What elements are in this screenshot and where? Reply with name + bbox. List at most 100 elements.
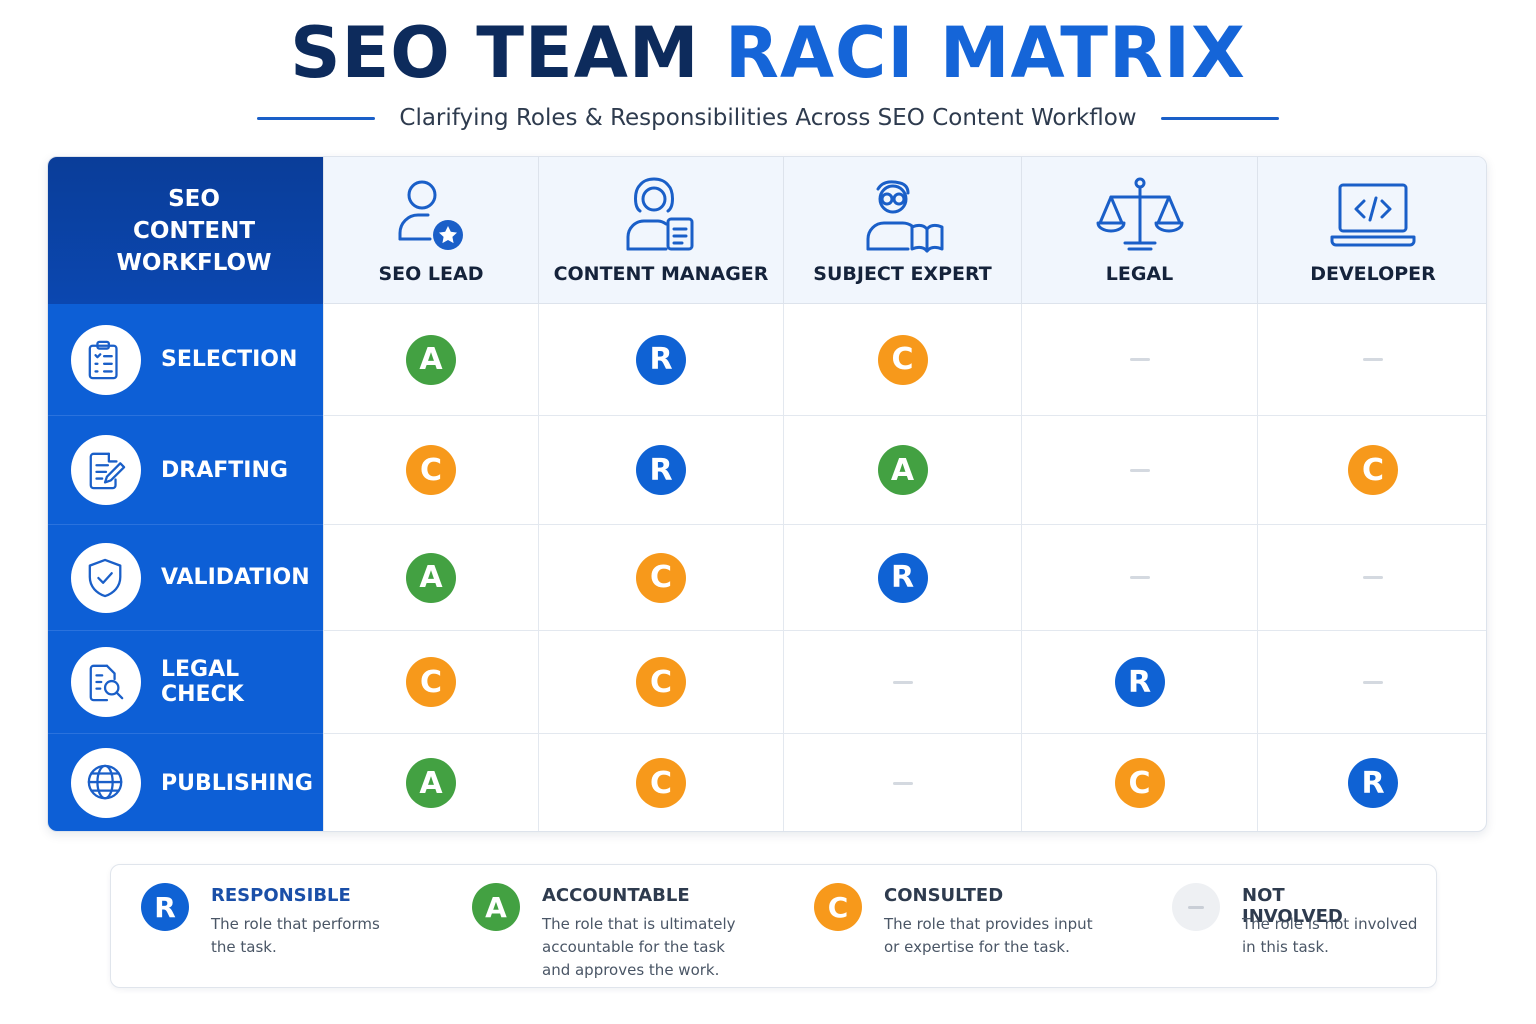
task-row-header: LEGAL CHECK [48,631,323,734]
user-star-icon-svg [398,180,465,252]
subtitle: Clarifying Roles & Responsibilities Acro… [399,105,1137,131]
subtitle-rule-right [1160,116,1279,120]
corner-header: SEO CONTENT WORKFLOW [48,157,323,304]
raci-badge-R: R [636,445,686,495]
task-label: LEGAL CHECK [161,657,244,707]
raci-badge-C: C [1114,758,1165,808]
laptop-code-icon-svg [1330,183,1416,247]
globe-icon [71,748,141,818]
not-involved-dash [892,680,913,684]
role-label: SEO LEAD [378,263,484,285]
role-label: LEGAL [1105,263,1174,285]
scales-icon-svg [1096,177,1183,251]
legend-title: ACCOUNTABLE [542,885,690,906]
not-involved-dash [1129,358,1150,361]
expert-book-icon-svg [866,180,943,253]
raci-cell: A [323,525,538,631]
title-part-2: RACI MATRIX [724,12,1246,94]
woman-document-icon-svg [626,177,694,251]
legend-title: RESPONSIBLE [211,885,351,906]
legend-description: The role that provides input or expertis… [884,915,1093,956]
not-involved-dash [1363,576,1383,579]
legend-badge-R: R [141,883,189,931]
legend-description: The role is not involved in this task. [1242,915,1418,956]
task-row-header: VALIDATION [48,525,323,631]
raci-cell: A [323,304,538,416]
raci-cell: R [1257,734,1486,831]
role-header-1: CONTENT MANAGER [538,157,783,304]
raci-cell: C [538,525,783,631]
raci-cell: R [783,525,1021,631]
raci-cell [1257,631,1486,734]
raci-badge-A: A [406,758,456,808]
raci-cell: C [323,631,538,734]
raci-cell: C [783,304,1021,416]
role-header-4: DEVELOPER [1257,157,1486,304]
user-star-icon [386,175,476,255]
document-search-icon-svg [89,664,124,702]
clipboard-list-icon-svg [88,340,118,379]
laptop-code-icon [1328,175,1418,255]
raci-cell: R [538,304,783,416]
task-row-header: PUBLISHING [48,734,323,831]
not-involved-dash [892,781,913,785]
legend-description: The role that is ultimately accountable … [542,915,736,979]
raci-badge-R: R [1348,758,1398,808]
not-involved-dash [1129,576,1150,579]
expert-book-icon [858,175,948,255]
legend-badge-C: C [814,883,862,931]
raci-badge-A: A [877,445,928,495]
raci-cell: R [538,416,783,525]
raci-badge-C: C [406,445,456,495]
role-label: SUBJECT EXPERT [813,263,992,285]
legend-badge-not-involved [1172,883,1220,931]
title-block: SEO TEAM RACI MATRIX [0,10,1536,96]
legend-description: The role that performs the task. [211,915,380,956]
raci-badge-C: C [1348,445,1398,495]
subtitle-row: Clarifying Roles & Responsibilities Acro… [0,98,1536,138]
document-edit-icon-svg [89,452,126,490]
task-row-header: SELECTION [48,304,323,416]
shield-check-icon-svg [88,558,122,597]
woman-document-icon [616,175,706,255]
not-involved-dash [1188,905,1204,909]
task-label: SELECTION [161,347,298,372]
raci-badge-C: C [877,334,928,385]
raci-matrix: SEO CONTENT WORKFLOW SEO LEAD CONTENT MAN… [47,156,1487,832]
raci-badge-A: A [406,552,456,603]
raci-cell [1021,525,1257,631]
raci-badge-C: C [636,657,686,707]
raci-cell: C [538,734,783,831]
role-header-3: LEGAL [1021,157,1257,304]
raci-badge-C: C [406,657,456,707]
document-edit-icon [71,435,141,505]
not-involved-dash [1129,468,1150,472]
raci-cell: R [1021,631,1257,734]
raci-cell: C [1021,734,1257,831]
task-label: VALIDATION [161,565,310,590]
raci-cell: C [323,416,538,525]
raci-badge-A: A [406,334,456,385]
raci-cell [783,734,1021,831]
not-involved-dash [1363,358,1383,361]
raci-cell [1021,416,1257,525]
raci-badge-C: C [636,552,686,603]
role-header-2: SUBJECT EXPERT [783,157,1021,304]
raci-cell: A [783,416,1021,525]
not-involved-dash [1363,680,1383,684]
raci-cell: C [538,631,783,734]
raci-cell [1021,304,1257,416]
legend-badge-A: A [472,883,520,931]
role-header-0: SEO LEAD [323,157,538,304]
corner-label: SEO CONTENT WORKFLOW [116,185,272,276]
legend: R RESPONSIBLE The role that performs the t… [110,864,1437,988]
task-row-header: DRAFTING [48,416,323,525]
role-label: DEVELOPER [1310,263,1436,285]
globe-icon-svg [87,764,123,800]
legend-title: NOT INVOLVED [1242,885,1343,927]
scales-icon [1095,175,1185,255]
legend-title: CONSULTED [884,885,1004,906]
raci-cell: C [1257,416,1486,525]
subtitle-rule-left [257,116,376,120]
shield-check-icon [71,542,141,613]
